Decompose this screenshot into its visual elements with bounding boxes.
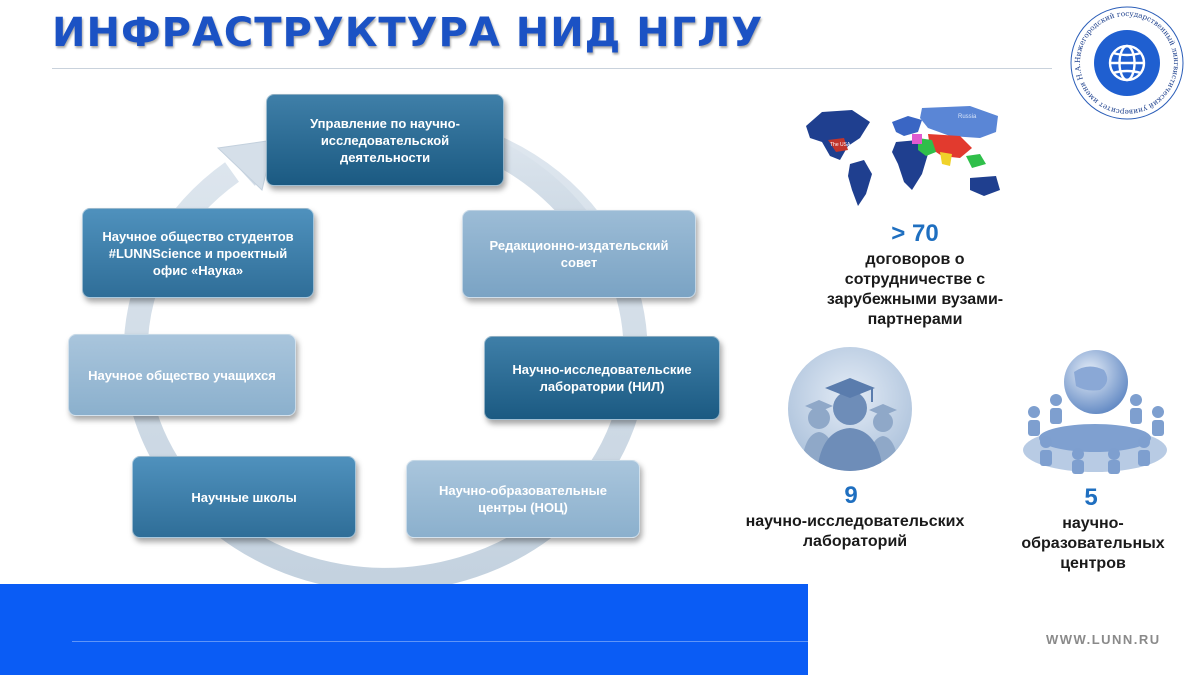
page-title: ИНФРАСТРУКТУРА НИД НГЛУ	[52, 10, 764, 56]
partners-label: договоров о сотрудничестве с зарубежными…	[826, 251, 1004, 328]
cycle-item-research-management: Управление по научно-исследовательской д…	[266, 94, 504, 186]
cycle-item-label: Научно-исследовательские лаборатории (НИ…	[512, 362, 692, 394]
cycle-item-label: Управление по научно-исследовательской д…	[310, 115, 460, 165]
labs-label: научно-исследовательских лабораторий	[745, 513, 965, 550]
partners-count: > 70	[891, 220, 939, 247]
cycle-item-label: Научно-образовательные центры (НОЦ)	[439, 483, 607, 515]
university-logo: Нижегородский государственный лингвистич…	[1068, 4, 1184, 120]
cycle-item-label: Научное общество студентов #LUNNScience …	[102, 228, 294, 278]
cycle-item-student-society: Научное общество студентов #LUNNScience …	[82, 208, 314, 298]
globe-meeting-illustration	[1023, 350, 1167, 474]
centers-label: научно-образовательных центров	[1021, 515, 1165, 572]
labs-count: 9	[844, 482, 858, 509]
cycle-item-education-centers: Научно-образовательные центры (НОЦ)	[406, 460, 640, 538]
centers-count: 5	[1084, 484, 1098, 511]
cycle-item-scientific-schools: Научные школы	[132, 456, 356, 538]
cycle-item-research-labs: Научно-исследовательские лаборатории (НИ…	[484, 336, 720, 420]
map-label-usa: The USA	[830, 142, 851, 148]
cycle-item-label: Редакционно-издательский совет	[489, 238, 669, 270]
website-link[interactable]: WWW.LUNN.RU	[1046, 632, 1161, 647]
cycle-item-editorial-council: Редакционно-издательский совет	[462, 210, 696, 298]
cycle-item-pupils-society: Научное общество учащихся	[68, 334, 296, 416]
map-label-russia: Russia	[958, 114, 977, 120]
cycle-item-label: Научные школы	[191, 489, 297, 505]
footer-divider	[72, 641, 808, 642]
footer-band	[0, 584, 808, 675]
globe-icon	[1108, 44, 1146, 82]
world-map-illustration: Russia The USA	[806, 106, 1000, 206]
graduates-illustration	[788, 347, 912, 471]
title-divider	[52, 68, 1052, 69]
cycle-item-label: Научное общество учащихся	[88, 367, 276, 383]
